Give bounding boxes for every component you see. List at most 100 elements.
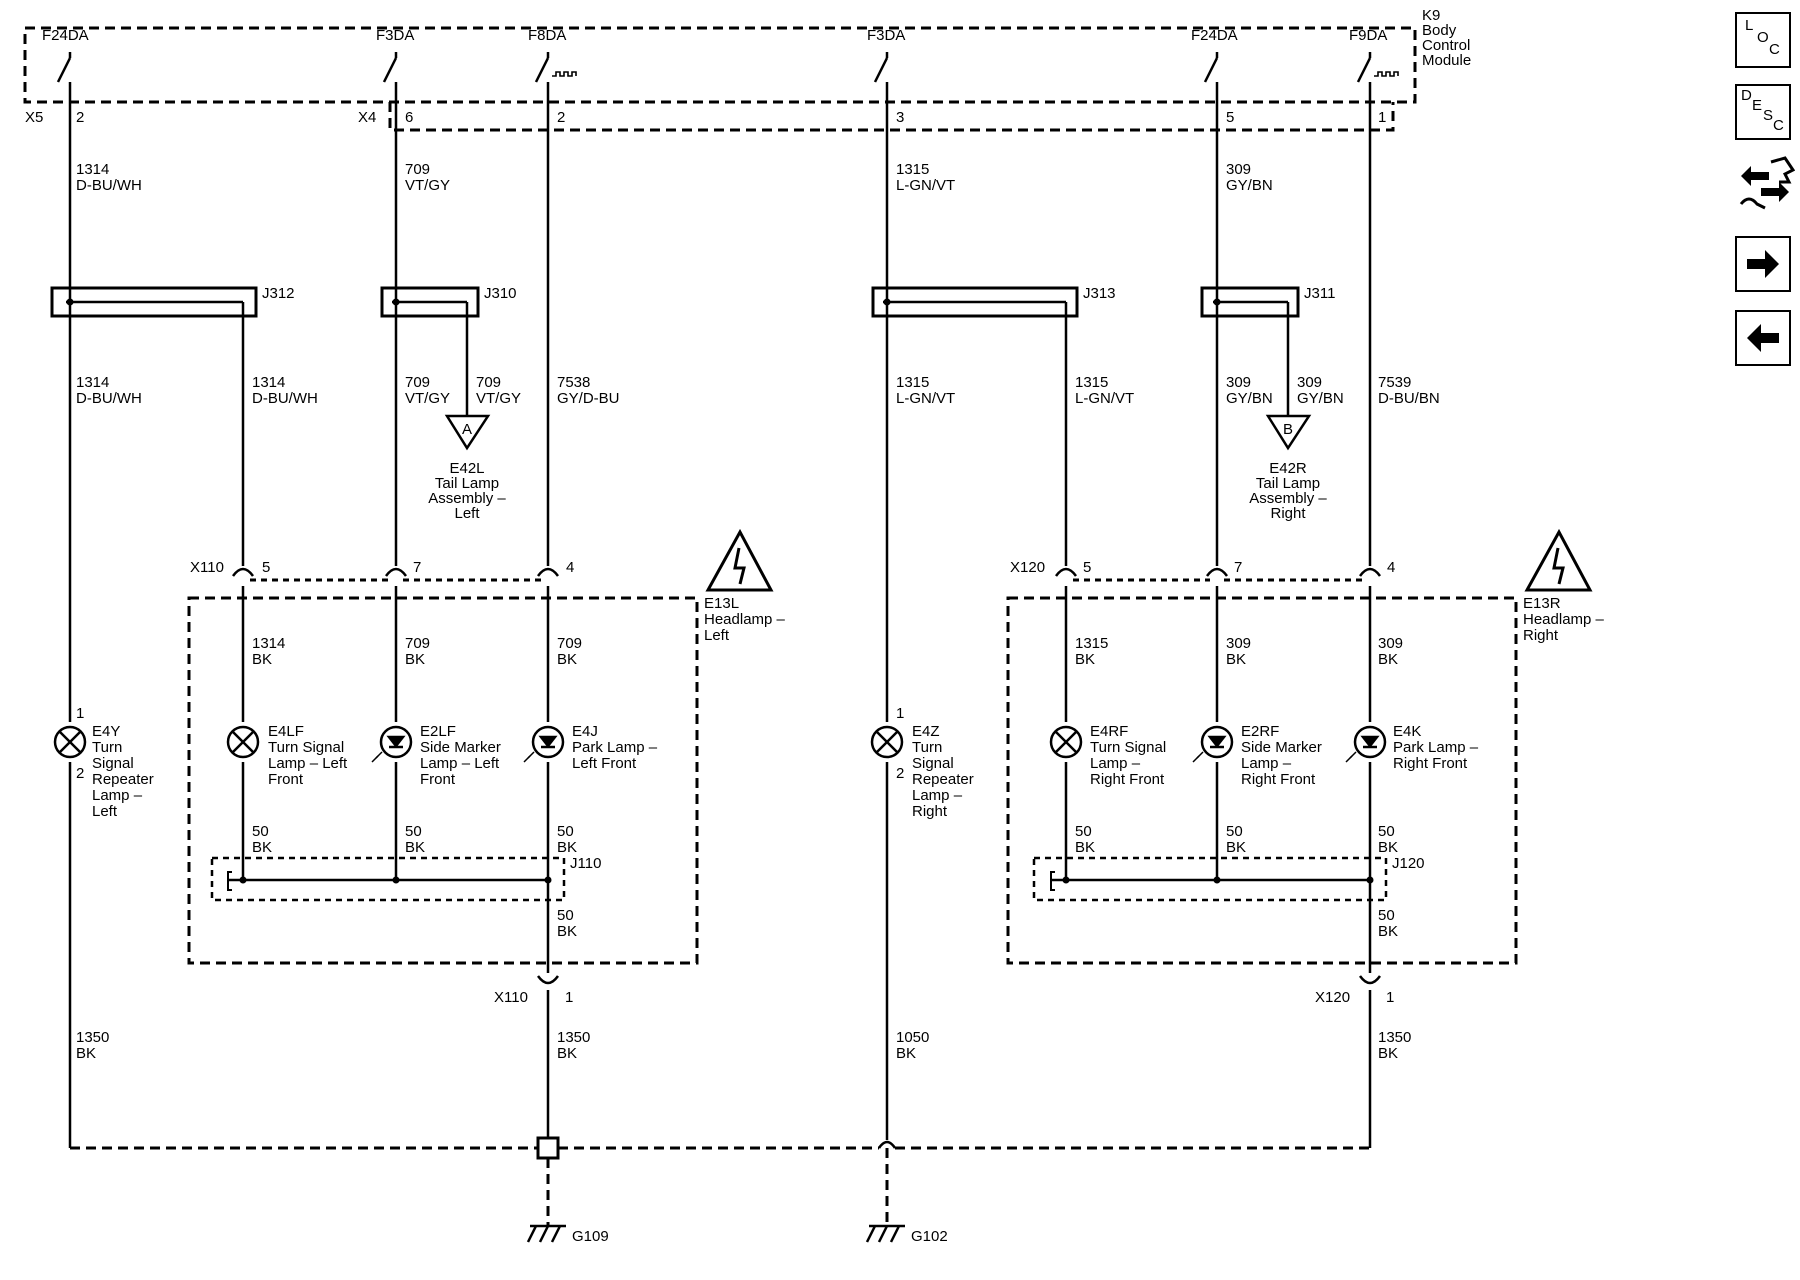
esd-warning-right-icon [1524,528,1593,592]
splice-label: J110 [570,855,601,872]
module-id: K9 [1422,7,1440,24]
desc-letter: D [1741,87,1752,104]
description-button[interactable]: D E S C [1735,84,1791,140]
lamp-label-line: Signal [92,755,134,772]
lamp-label-line: Repeater [912,771,974,788]
tail-lamp-right-ref-triangle [1265,414,1312,451]
connector-label: X4 [358,109,376,126]
wire-circuit: 1314 [252,635,285,652]
wire-circuit: 1350 [1378,1029,1411,1046]
lamp-label-line: Front [268,771,304,788]
connector-label: X110 [494,989,528,1006]
wire-color: BK [1226,651,1246,668]
lamp-label-line: E4RF [1090,723,1128,740]
pin-number: 5 [1226,109,1234,126]
wire-color: GY/BN [1297,390,1344,407]
lamp-label-line: Left Front [572,755,637,772]
wire-circuit: 709 [557,635,582,652]
lamp-label-line: Park Lamp – [572,739,658,756]
wire-circuit: 1050 [896,1029,929,1046]
circuit-wires [66,102,1372,1148]
headlamp-left-outline [187,596,699,965]
lamp-label-line: E2RF [1241,723,1279,740]
ref-letter: B [1283,421,1293,438]
ground-g102-icon [865,1224,905,1243]
wire-color: BK [1378,651,1398,668]
lamp-label-line: Lamp – [912,787,963,804]
wire-circuit: 1314 [76,374,109,391]
ground-network [70,1146,1370,1225]
pin-number: 6 [405,109,413,126]
pin-number: 1 [1378,109,1386,126]
module-name-line: Module [1422,52,1471,69]
lamp-label-line: Lamp – Left [420,755,500,772]
wire-color: BK [557,651,577,668]
wire-color: D-BU/WH [252,390,318,407]
lamp-label-line: Front [420,771,456,788]
esd-warning-left-icon [705,528,774,592]
lamp-label-line: Turn [92,739,122,756]
headlamp-label-line: Left [704,627,730,644]
fuse-label: F24DA [42,27,89,44]
loc-letter: C [1769,41,1780,58]
wire-color: BK [76,1045,96,1062]
lamp-label-line: Left [92,803,118,820]
wire-color: GY/BN [1226,177,1273,194]
pin-number: 4 [566,559,574,576]
lamp-label-line: Park Lamp – [1393,739,1479,756]
desc-letter: C [1773,117,1784,134]
pin-number: 2 [557,109,565,126]
arrow-left-icon [1747,324,1779,352]
wire-circuit: 309 [1226,161,1251,178]
pin-number: 2 [76,109,84,126]
fuse-label: F9DA [1349,27,1387,44]
wire-color: BK [252,839,272,856]
lamp-label-line: E4Z [912,723,940,740]
module-name-line: Control [1422,37,1470,54]
lamp-label-line: Right Front [1241,771,1316,788]
wire-color: BK [1226,839,1246,856]
pin-number: 1 [896,705,904,722]
pin-number: 1 [565,989,573,1006]
wire-color: D-BU/BN [1378,390,1440,407]
wire-circuit: 309 [1297,374,1322,391]
wire-circuit: 1315 [1075,374,1108,391]
inline-connectors [231,567,1382,985]
wire-color: BK [1075,839,1095,856]
lamp-label-line: E4Y [92,723,120,740]
ground-g109-icon [526,1224,566,1243]
ground-label: G109 [572,1228,609,1245]
pin-number: 3 [896,109,904,126]
loc-letter: O [1757,29,1769,46]
wire-color: BK [557,923,577,940]
wire-color: BK [1378,839,1398,856]
lamp-label-line: Turn Signal [268,739,344,756]
wire-circuit: 1314 [76,161,109,178]
connector-arrows-icon [1739,156,1796,210]
lamp-label-line: E4J [572,723,598,740]
ref-label-line: Tail Lamp [1256,475,1320,492]
connector-swap-button[interactable] [1735,152,1796,218]
lamp-label-line: Side Marker [1241,739,1322,756]
wire-color: BK [1075,651,1095,668]
wire-circuit: 709 [405,635,430,652]
wire-circuit: 50 [252,823,269,840]
splice-label: J313 [1083,285,1116,302]
lamp-label-line: Lamp – [1090,755,1141,772]
ref-label-line: Left [454,505,480,522]
wire-color: BK [896,1045,916,1062]
wire-color: BK [557,1045,577,1062]
wire-color: BK [557,839,577,856]
wire-color: L-GN/VT [896,390,955,407]
fuse-label: F24DA [1191,27,1238,44]
wire-color: VT/GY [405,177,450,194]
wire-color: VT/GY [405,390,450,407]
wire-color: BK [1378,923,1398,940]
connector-label: X110 [190,559,224,576]
previous-page-button[interactable] [1735,310,1791,366]
lamp-label-line: Signal [912,755,954,772]
module-name-line: Body [1422,22,1457,39]
next-page-button[interactable] [1735,236,1791,292]
lamp-label-line: Turn [912,739,942,756]
location-button[interactable]: L O C [1735,12,1791,68]
